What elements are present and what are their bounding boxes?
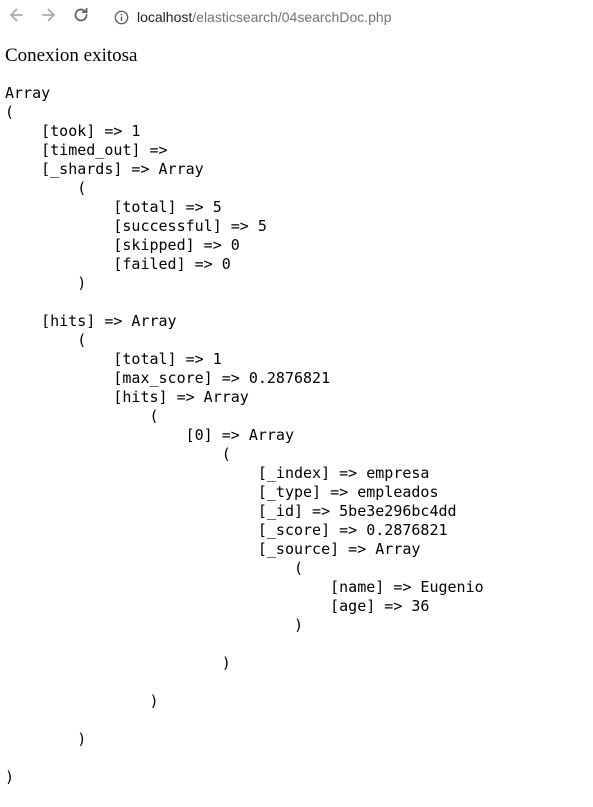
dump-line bbox=[5, 673, 484, 692]
dump-line: [name] => Eugenio bbox=[5, 578, 484, 596]
dump-line: ) bbox=[5, 730, 87, 748]
address-bar[interactable]: localhost/elasticsearch/04searchDoc.php bbox=[137, 8, 392, 26]
forward-button[interactable] bbox=[37, 5, 61, 29]
dump-line bbox=[5, 749, 484, 768]
dump-line: [total] => 5 bbox=[5, 198, 222, 216]
reload-button[interactable] bbox=[69, 5, 93, 29]
url-path: /elasticsearch/04searchDoc.php bbox=[192, 9, 392, 25]
dump-line: ) bbox=[5, 654, 231, 672]
dump-line: ) bbox=[5, 692, 159, 710]
dump-line: ( bbox=[5, 407, 159, 425]
dump-line: [timed_out] => bbox=[5, 141, 177, 159]
dump-line: ( bbox=[5, 179, 87, 197]
dump-line: ( bbox=[5, 331, 87, 349]
browser-toolbar: localhost/elasticsearch/04searchDoc.php bbox=[0, 0, 593, 35]
dump-line bbox=[5, 293, 484, 312]
dump-line: ) bbox=[5, 616, 304, 634]
arrow-forward-icon bbox=[40, 6, 58, 29]
page-content: Conexion exitosa Array( [took] => 1 [tim… bbox=[0, 35, 593, 807]
dump-line: [age] => 36 bbox=[5, 597, 430, 615]
dump-line: [successful] => 5 bbox=[5, 217, 267, 235]
dump-line: [_id] => 5be3e296bc4dd bbox=[5, 502, 457, 520]
dump-line: ( bbox=[5, 445, 231, 463]
dump-line: [failed] => 0 bbox=[5, 255, 231, 273]
dump-line: ( bbox=[5, 103, 15, 121]
dump-line: ) bbox=[5, 768, 15, 786]
info-icon[interactable] bbox=[113, 9, 129, 25]
dump-line: [hits] => Array bbox=[5, 388, 249, 406]
dump-line: [hits] => Array bbox=[5, 312, 177, 330]
dump-line: [total] => 1 bbox=[5, 350, 222, 368]
dump-line: Array bbox=[5, 84, 51, 102]
arrow-back-icon bbox=[7, 6, 25, 29]
dump-line: [took] => 1 bbox=[5, 122, 141, 140]
dump-line: [_score] => 0.2876821 bbox=[5, 521, 448, 539]
dump-line: [_index] => empresa bbox=[5, 464, 430, 482]
dump-line: ) bbox=[5, 274, 87, 292]
reload-icon bbox=[72, 6, 90, 29]
dump-line: [0] => Array bbox=[5, 426, 294, 444]
connection-status: Conexion exitosa bbox=[5, 45, 138, 66]
dump-line: [_type] => empleados bbox=[5, 483, 439, 501]
dump-line bbox=[5, 711, 484, 730]
dump-line: [_source] => Array bbox=[5, 540, 421, 558]
array-dump: Array( [took] => 1 [timed_out] => [_shar… bbox=[5, 84, 484, 787]
dump-line bbox=[5, 635, 484, 654]
dump-line: ( bbox=[5, 559, 304, 577]
dump-line: [_shards] => Array bbox=[5, 160, 204, 178]
back-button[interactable] bbox=[4, 5, 28, 29]
dump-line: [max_score] => 0.2876821 bbox=[5, 369, 331, 387]
url-host: localhost bbox=[137, 9, 193, 25]
dump-line: [skipped] => 0 bbox=[5, 236, 240, 254]
